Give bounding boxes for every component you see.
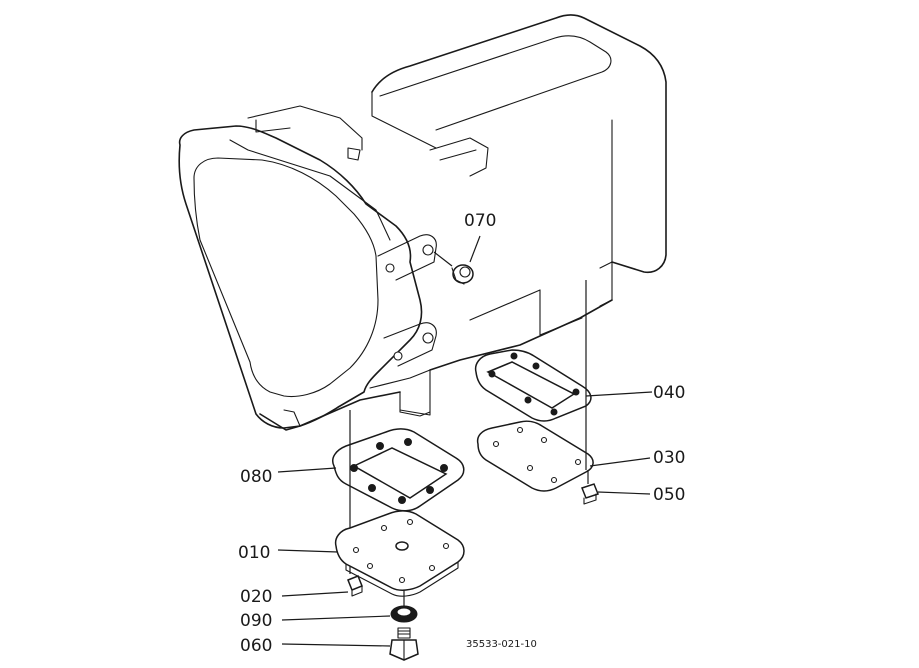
callout-060: 060 — [240, 636, 272, 656]
part-gasket-080 — [277, 428, 465, 512]
transmission-case — [178, 14, 667, 431]
part-bolt-050 — [581, 483, 651, 505]
callout-030: 030 — [653, 448, 685, 468]
part-bolt-020 — [281, 575, 363, 597]
part-cover-030 — [476, 420, 651, 492]
part-plug-060 — [281, 627, 419, 661]
callout-010: 010 — [238, 543, 270, 563]
drawing-code: 35533-021-10 — [466, 639, 537, 650]
callout-080: 080 — [240, 467, 272, 487]
part-cover-010 — [277, 510, 465, 597]
callout-090: 090 — [240, 611, 272, 631]
callout-040: 040 — [653, 383, 685, 403]
callout-050: 050 — [653, 485, 685, 505]
part-plug-070 — [433, 235, 481, 285]
callout-020: 020 — [240, 587, 272, 607]
callout-070: 070 — [464, 211, 496, 231]
part-washer-090 — [281, 605, 418, 623]
part-gasket-040 — [474, 349, 653, 422]
